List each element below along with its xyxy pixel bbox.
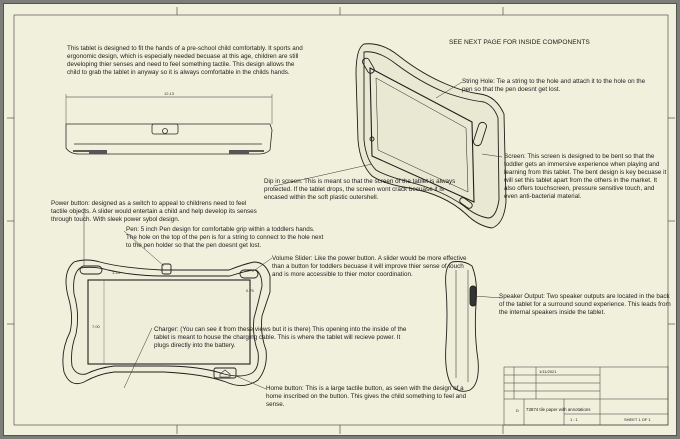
title-block-scale: 1 : 1 (570, 417, 578, 422)
screen-annotation: Screen: This screen is designed to be be… (504, 153, 667, 200)
speaker-annotation: Speaker Output: Two speaker outputs are … (499, 293, 671, 316)
title-block-sheet: SHEET 1 OF 1 (624, 417, 651, 422)
title-block (503, 366, 669, 426)
inner-border (13, 14, 669, 426)
volume-annotation: Volume Slider: Like the power button. A … (272, 255, 467, 278)
next-page-note: SEE NEXT PAGE FOR INSIDE COMPONENTS (449, 39, 590, 46)
zone-ticks (7, 7, 675, 434)
small-dimension-top: 1.25 (112, 270, 120, 275)
charger-annotation: Charger: (You can see it from these view… (154, 326, 407, 349)
side-view (445, 261, 479, 392)
title-block-date: 1/11/2021 (539, 369, 557, 374)
title-block-size: D (516, 408, 519, 413)
width-dimension: 12.13 (164, 91, 175, 96)
intro-annotation: This tablet is designed to fit the hands… (67, 45, 303, 76)
pen-annotation: Pen: 5 inch Pen design for comfortable g… (126, 226, 324, 249)
front-view (62, 259, 271, 386)
dip-annotation: Dip in screen: This is meant so that the… (264, 178, 456, 201)
leader-lines (83, 81, 503, 390)
string-hole-annotation: String Hole: Tie a string to the hole an… (462, 78, 646, 93)
side-dimension: 7.00 (92, 324, 100, 329)
top-view (65, 94, 273, 155)
power-annotation: Power button: designed as a switch to ap… (51, 200, 257, 223)
small-dimension-corner: 0.75 (246, 288, 254, 293)
home-annotation: Home button: This is a large tactile but… (266, 385, 467, 408)
title-block-title: 73874 tile paper with annotations (526, 407, 591, 412)
drawing-sheet: This tablet is designed to fit the hands… (3, 3, 677, 436)
isometric-view (355, 43, 507, 229)
technical-drawing (7, 7, 675, 434)
